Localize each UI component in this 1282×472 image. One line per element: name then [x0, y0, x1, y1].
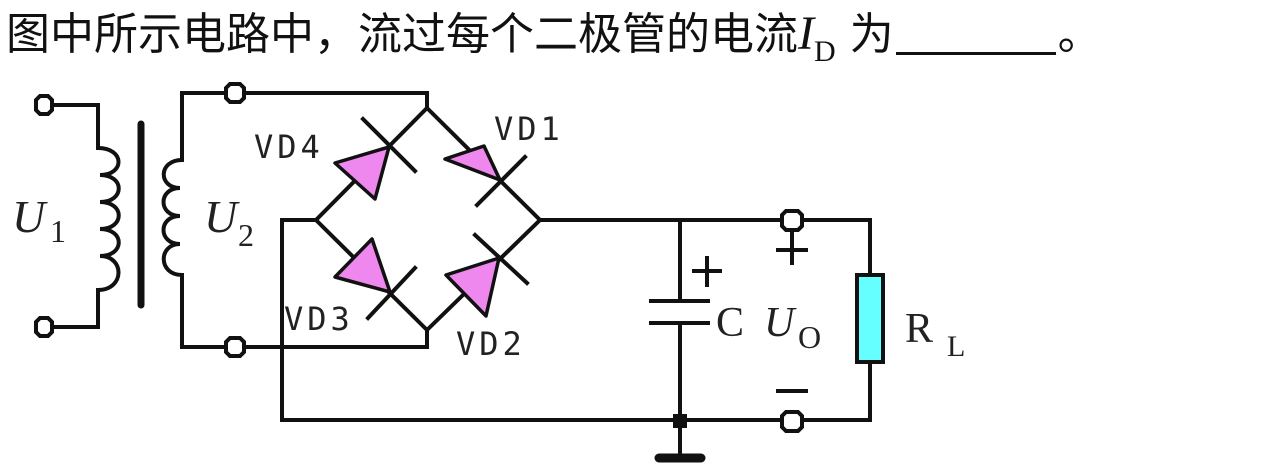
- negative-rail: [280, 218, 872, 422]
- diode-vd3-triangle: [333, 237, 392, 294]
- primary-terminal-bottom: [34, 316, 54, 338]
- diode-vd4-triangle: [333, 145, 391, 201]
- diode-vd1-triangle: [443, 144, 502, 182]
- question-suffix: 为: [849, 9, 894, 60]
- current-variable: I: [798, 7, 814, 60]
- diode-vd2: [444, 232, 530, 318]
- diode-vd1: [443, 144, 528, 208]
- transformer-primary: [34, 94, 121, 338]
- capacitor: [649, 218, 722, 460]
- question-prefix: 图中所示电路中，流过每个二极管的电流: [6, 9, 798, 60]
- label-vd1: VD1: [494, 110, 564, 148]
- end-punctuation: 。: [1057, 9, 1102, 60]
- diode-vd2-triangle: [444, 256, 501, 318]
- secondary-wire-top: [180, 91, 429, 162]
- output-terminal-negative: [780, 410, 804, 433]
- primary-terminal-top: [34, 94, 54, 116]
- label-rl: R: [905, 306, 933, 352]
- positive-rail: [538, 218, 872, 277]
- label-rl-sub: L: [947, 330, 965, 363]
- diode-vd3: [333, 237, 418, 321]
- load-resistor: [855, 273, 885, 364]
- primary-wire-bottom: [51, 288, 100, 329]
- primary-coil: [95, 145, 121, 293]
- secondary-terminal-bottom: [224, 336, 246, 358]
- question-text: 图中所示电路中，流过每个二极管的电流ID 为 。: [6, 4, 1102, 82]
- diode-vd1-bar: [474, 154, 528, 208]
- label-vd2: VD2: [456, 325, 526, 363]
- current-subscript: D: [813, 35, 836, 68]
- label-u1-sub: 1: [50, 213, 66, 249]
- bridge-diamond: [313, 105, 543, 333]
- primary-wire-top: [51, 103, 100, 150]
- label-uo: U: [764, 300, 797, 346]
- secondary-coil: [161, 157, 185, 278]
- label-vd3: VD3: [284, 300, 354, 338]
- transformer-secondary: [161, 82, 429, 358]
- label-vd4: VD4: [254, 128, 324, 166]
- label-u2: U: [204, 191, 240, 242]
- secondary-terminal-top: [224, 82, 246, 104]
- label-u1: U: [12, 191, 48, 242]
- output-terminal-positive: [780, 209, 804, 232]
- diode-vd3-bar: [365, 265, 418, 321]
- junction-dot: [673, 414, 687, 428]
- diode-vd2-bar: [472, 232, 530, 286]
- label-uo-sub: O: [798, 319, 821, 355]
- answer-blank[interactable]: [895, 4, 1056, 55]
- label-u2-sub: 2: [238, 217, 254, 253]
- secondary-wire-bottom: [180, 273, 429, 349]
- diode-vd4-bar: [360, 116, 418, 174]
- label-capacitor: C: [716, 300, 744, 346]
- diode-vd4: [333, 116, 418, 201]
